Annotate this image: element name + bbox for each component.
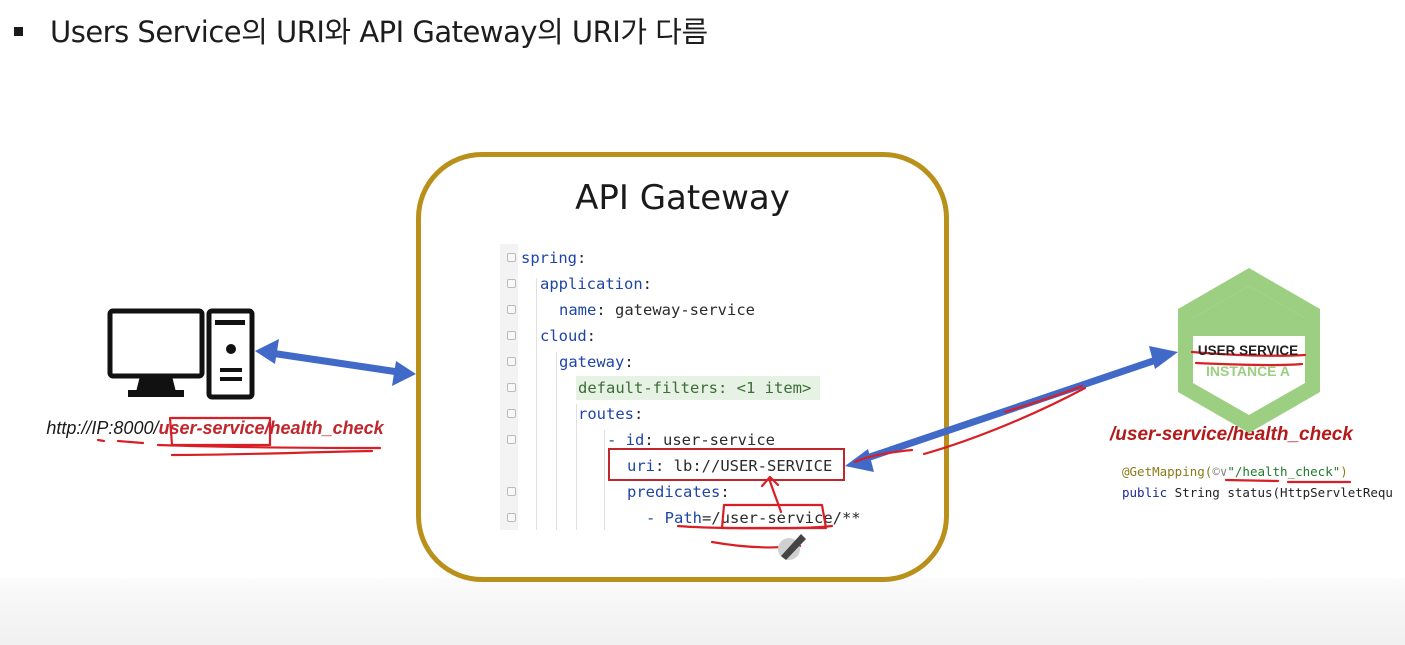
- code-line-id: - id: user-service: [607, 431, 775, 449]
- code-line-routes: routes:: [578, 405, 644, 423]
- red-annotations: [96, 350, 1352, 549]
- service-name-label: USER SERVICE: [1197, 343, 1299, 358]
- bullet-marker: [14, 26, 23, 36]
- uri-highlight-box: [608, 448, 845, 481]
- code-line-predicates: predicates:: [627, 483, 730, 501]
- indent-guide: [536, 278, 537, 530]
- indent-guide: [556, 352, 557, 530]
- indent-guide: [604, 430, 605, 530]
- instance-label: INSTANCE A: [1206, 363, 1290, 379]
- code-line-cloud: cloud:: [540, 327, 597, 345]
- bottom-band: [0, 578, 1405, 645]
- fold-marker-icon[interactable]: [507, 409, 516, 418]
- indent-guide: [576, 404, 577, 530]
- code-line-path: - Path=/user-service/**: [646, 509, 861, 527]
- java-code-snippet: @GetMapping(©∨"/health_check") public St…: [1122, 464, 1393, 500]
- code-line-uri: uri: lb://USER-SERVICE: [627, 457, 833, 475]
- code-line-gateway: gateway:: [559, 353, 634, 371]
- slide-heading: Users Service의 URI와 API Gateway의 URI가 다름: [14, 6, 708, 54]
- fold-marker-icon[interactable]: [507, 513, 516, 522]
- user-service-hexagon-icon: [1178, 268, 1320, 433]
- fold-marker-icon[interactable]: [507, 305, 516, 314]
- fold-marker-icon[interactable]: [507, 331, 516, 340]
- code-line-name: name: gateway-service: [559, 301, 755, 319]
- code-line-application: application:: [540, 275, 652, 293]
- code-line-default-filters[interactable]: default-filters: <1 item>: [578, 379, 812, 397]
- fold-marker-icon[interactable]: [507, 435, 516, 444]
- heading-text: Users Service의 URI와 API Gateway의 URI가 다름: [50, 15, 708, 49]
- code-line-spring: spring:: [521, 249, 587, 267]
- service-endpoint: /user-service/health_check: [1110, 424, 1353, 445]
- collapsed-line-highlight: [576, 376, 820, 400]
- fold-marker-icon[interactable]: [507, 383, 516, 392]
- api-gateway-title: API Gateway: [575, 178, 790, 218]
- fold-marker-icon[interactable]: [507, 253, 516, 262]
- pen-cursor-icon: [778, 534, 806, 560]
- fold-marker-icon[interactable]: [507, 357, 516, 366]
- fold-marker-icon[interactable]: [507, 279, 516, 288]
- bean-icon: ©∨: [1212, 464, 1228, 479]
- fold-marker-icon[interactable]: [507, 487, 516, 496]
- client-gateway-arrow: [255, 339, 416, 386]
- computer-icon: [107, 308, 255, 400]
